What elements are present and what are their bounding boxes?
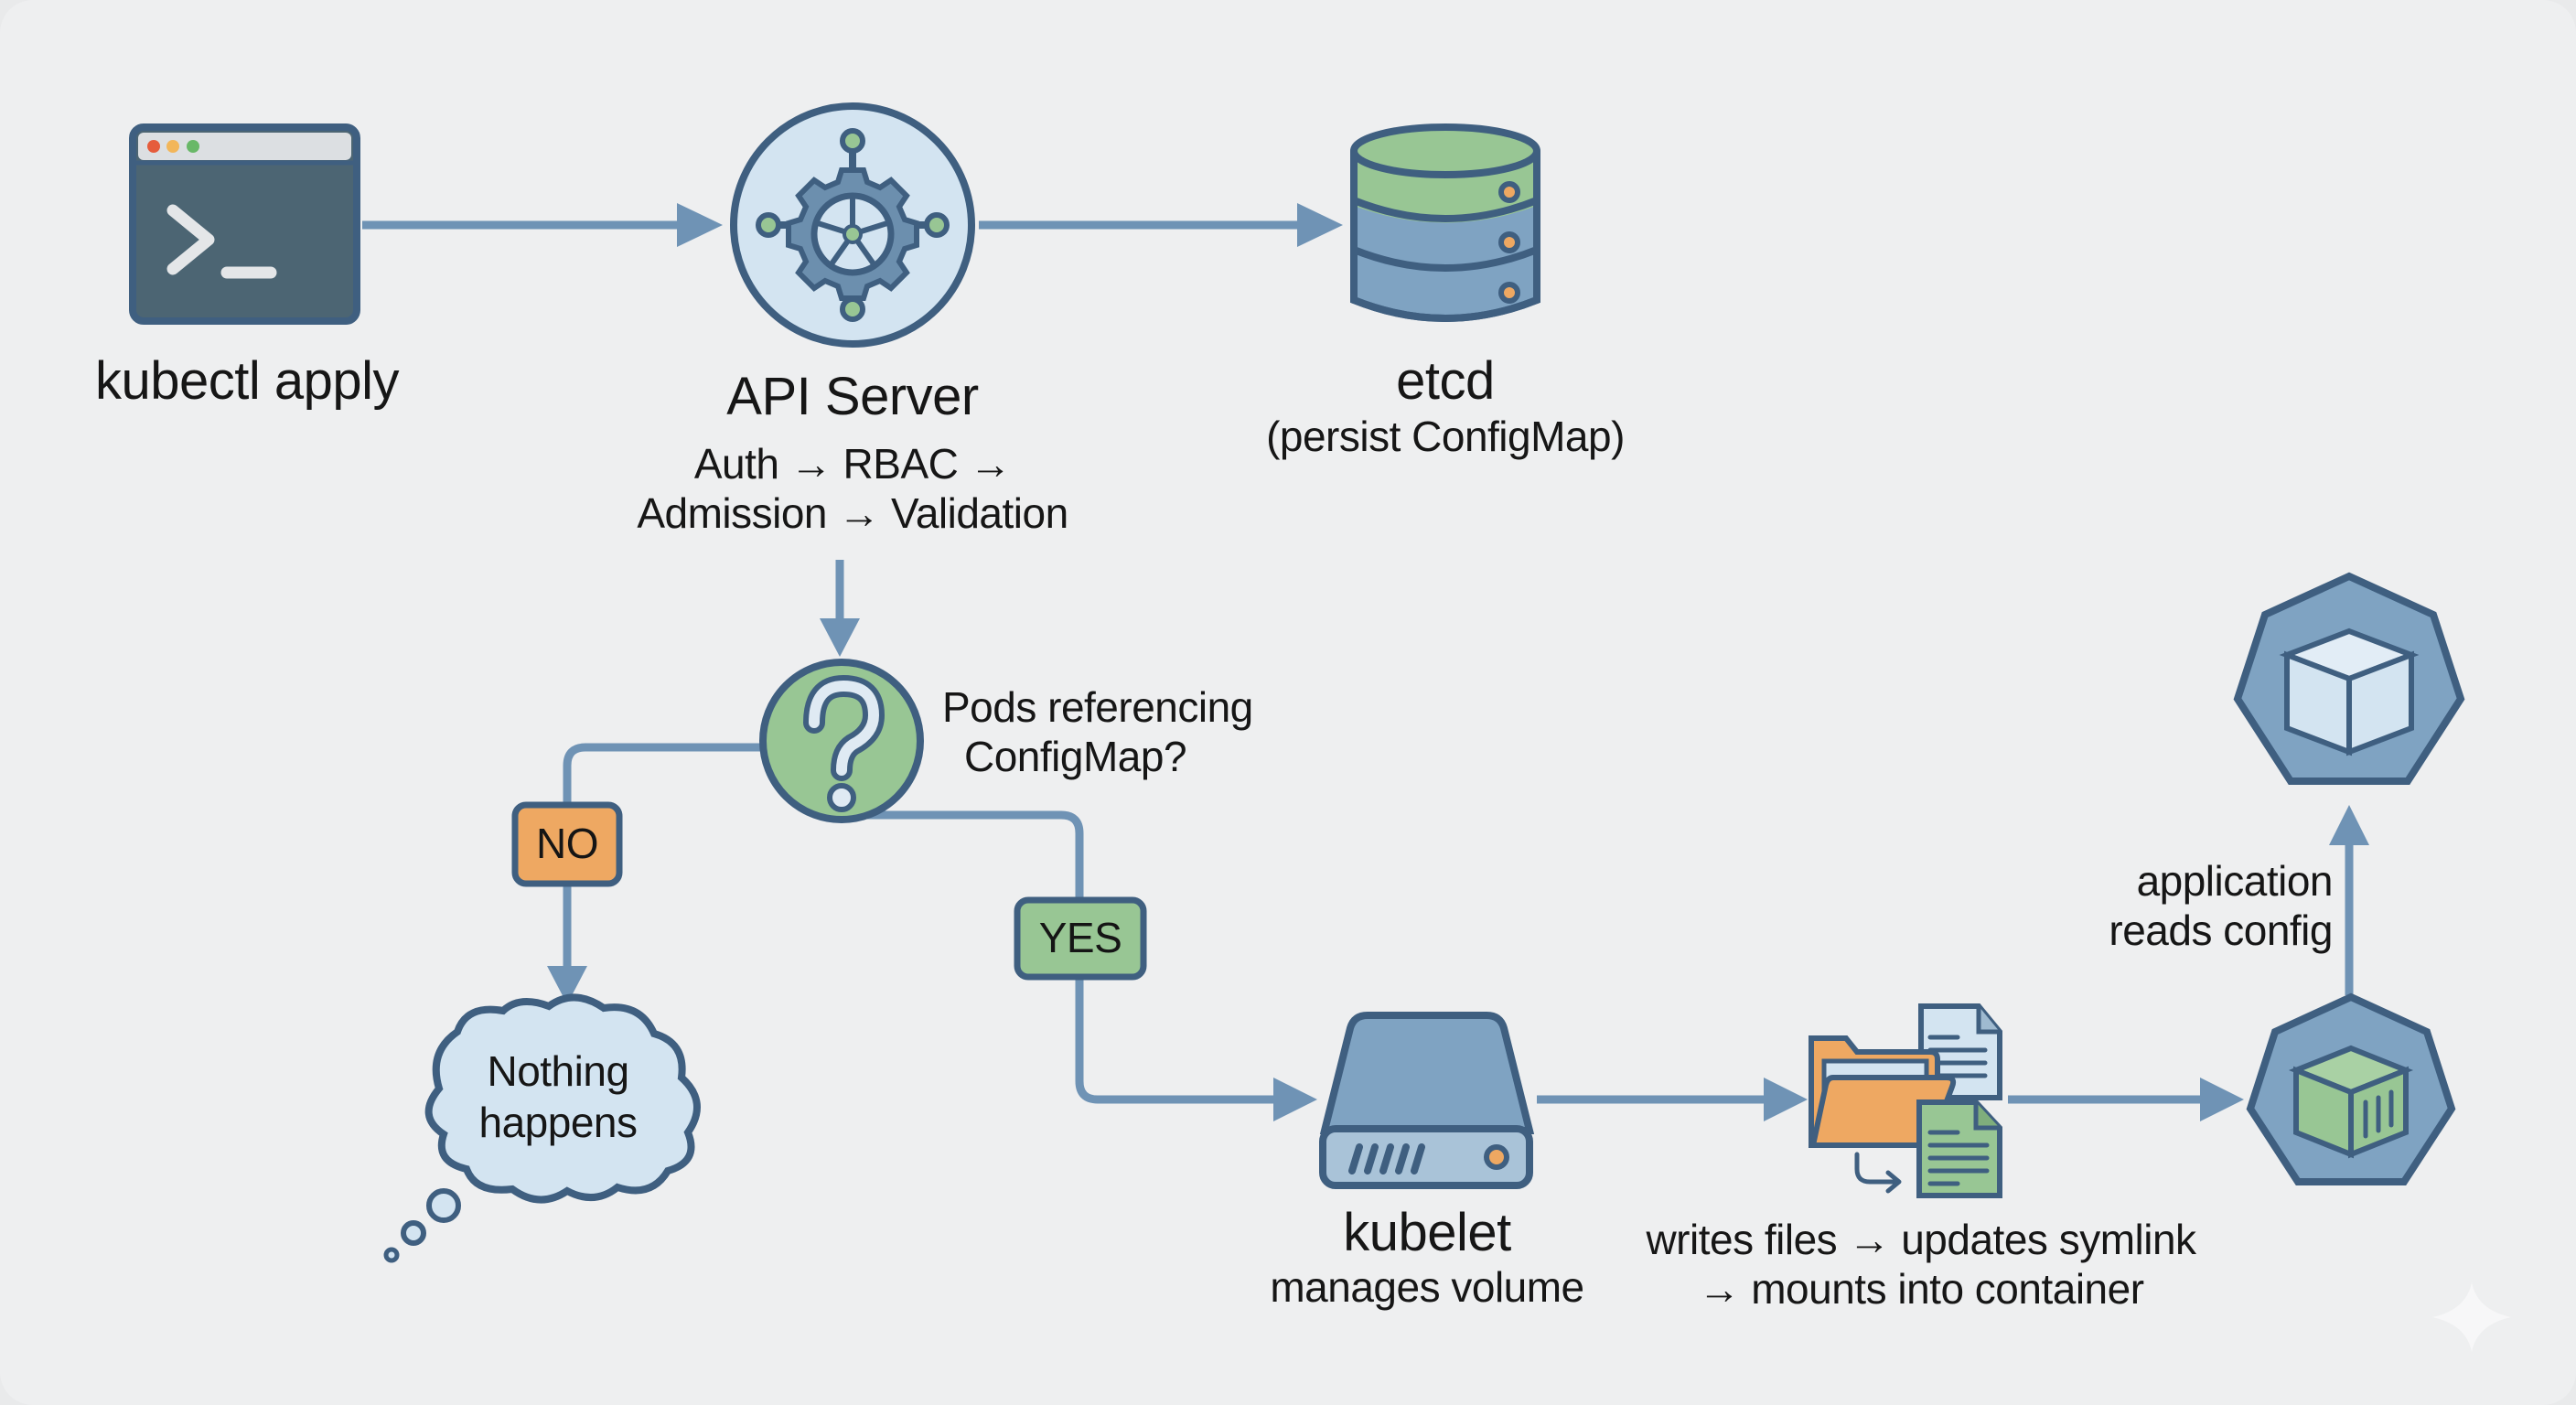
api-server-steps-line1: Auth → RBAC →: [693, 440, 1012, 488]
terminal-icon: [129, 123, 360, 325]
hard-drive-icon: [1319, 1012, 1535, 1189]
kubectl-label: kubectl apply: [94, 351, 400, 411]
connector-kubectl-to-api: [362, 203, 723, 247]
app-edge-line2: reads config: [2109, 906, 2333, 954]
yes-badge: [1014, 896, 1147, 981]
question-icon: [759, 659, 924, 823]
no-badge: [511, 801, 623, 887]
folder-files-icon: [1809, 1003, 2002, 1198]
etcd-label: etcd: [1396, 351, 1495, 411]
connector-decision-to-no: [563, 743, 765, 803]
api-server-label: API Server: [726, 367, 979, 426]
gear-network-icon: [730, 102, 975, 348]
nothing-line2: happens: [478, 1099, 639, 1146]
no-label: NO: [536, 820, 599, 867]
connector-container-to-app: [2329, 805, 2369, 995]
api-server-steps-line2: Admission → Validation: [637, 489, 1068, 537]
database-icon: [1350, 123, 1540, 322]
thought-cloud-icon: [383, 993, 701, 1263]
connector-api-to-decision: [820, 560, 860, 657]
kubelet-sublabel: manages volume: [1270, 1263, 1584, 1311]
yes-label: YES: [1038, 914, 1122, 961]
connector-decision-to-yes: [867, 810, 1084, 898]
files-line2: → mounts into container: [1698, 1265, 2144, 1313]
sparkle-icon: [2432, 1282, 2511, 1352]
app-edge-line1: application: [2136, 857, 2334, 905]
decision-question-line2: ConfigMap?: [964, 733, 1187, 780]
nothing-line1: Nothing: [487, 1047, 629, 1095]
cube-pod-icon: [2233, 572, 2465, 785]
connector-no-to-nothing: [547, 885, 587, 1004]
connector-kubelet-to-files: [1537, 1078, 1808, 1121]
files-line1: writes files → updates symlink: [1646, 1216, 2196, 1263]
etcd-sublabel: (persist ConfigMap): [1266, 413, 1625, 460]
container-pod-icon: [2246, 992, 2456, 1185]
decision-question-line1: Pods referencing: [942, 683, 1253, 731]
connector-files-to-container: [2008, 1078, 2244, 1121]
kubelet-label: kubelet: [1343, 1203, 1511, 1262]
connector-yes-to-kubelet: [1075, 979, 1317, 1121]
connector-api-to-etcd: [979, 203, 1343, 247]
